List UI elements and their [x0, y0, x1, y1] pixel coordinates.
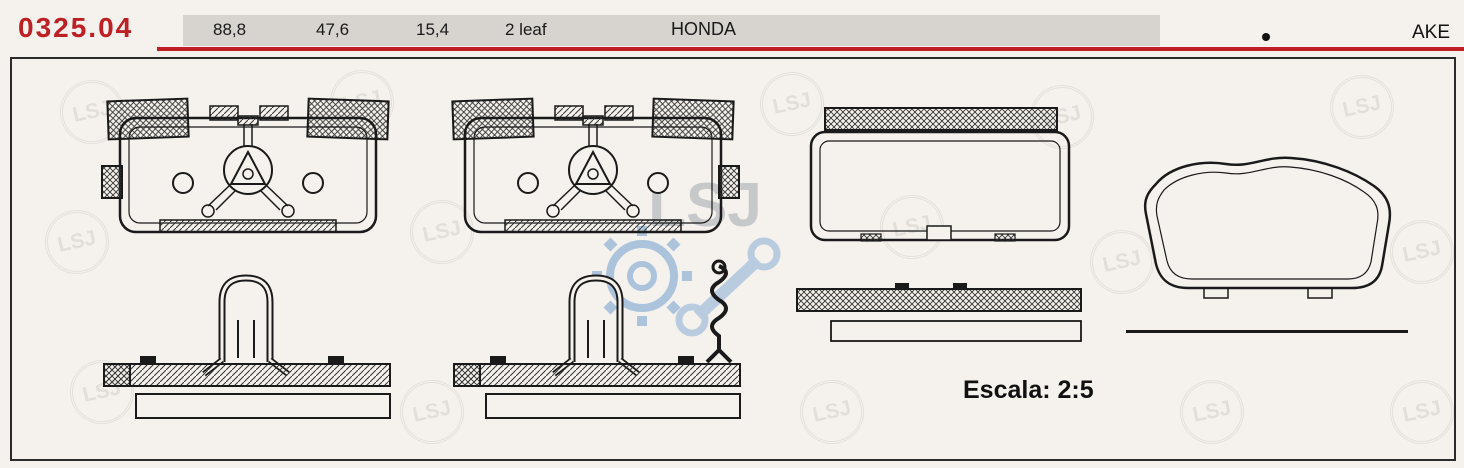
bottom-notch: [926, 225, 952, 241]
drawing-frame: [10, 57, 1456, 461]
brand-label: HONDA: [671, 19, 737, 39]
header-spec-strip: 88,8 47,6 15,4 2 leaf HONDA: [183, 15, 1160, 46]
part-number: 0325.04: [18, 12, 134, 43]
rivet-hole: [172, 172, 194, 194]
baseline-rule: [1126, 330, 1408, 333]
coil-clip: [705, 259, 733, 364]
wear-indicator-spring: [201, 115, 295, 218]
dimension-thickness: 15,4: [416, 20, 450, 39]
brake-pad-front-view-2: [451, 97, 740, 234]
clip-assembly-2: [453, 274, 741, 419]
scale-label: Escala: 2:5: [963, 376, 1094, 404]
dimension-height: 47,6: [316, 20, 350, 39]
abutment-tab: [718, 165, 740, 199]
pad-side-section: [796, 283, 1082, 342]
header-right-code: AKE: [1412, 22, 1451, 43]
shim-strip: [824, 107, 1058, 131]
wrench-icon: [675, 237, 781, 337]
gear-icon: [592, 226, 692, 326]
rivet-hole: [647, 172, 669, 194]
dimension-leaf: 2 leaf: [505, 20, 547, 39]
brake-pad-front-view-1: [101, 97, 390, 234]
backing-plate-rear-view: [809, 107, 1071, 242]
dimension-width: 88,8: [213, 20, 247, 39]
rivet-hole: [302, 172, 324, 194]
retainer-clip: [552, 274, 640, 377]
abutment-tab: [101, 165, 123, 199]
wear-indicator-spring: [546, 115, 640, 218]
header-red-rule: [157, 47, 1464, 51]
pad-outline-view: [1143, 156, 1392, 299]
header-dot: [1262, 33, 1270, 41]
clip-assembly-1: [103, 274, 391, 419]
rivet-hole: [517, 172, 539, 194]
retainer-clip: [202, 274, 290, 377]
